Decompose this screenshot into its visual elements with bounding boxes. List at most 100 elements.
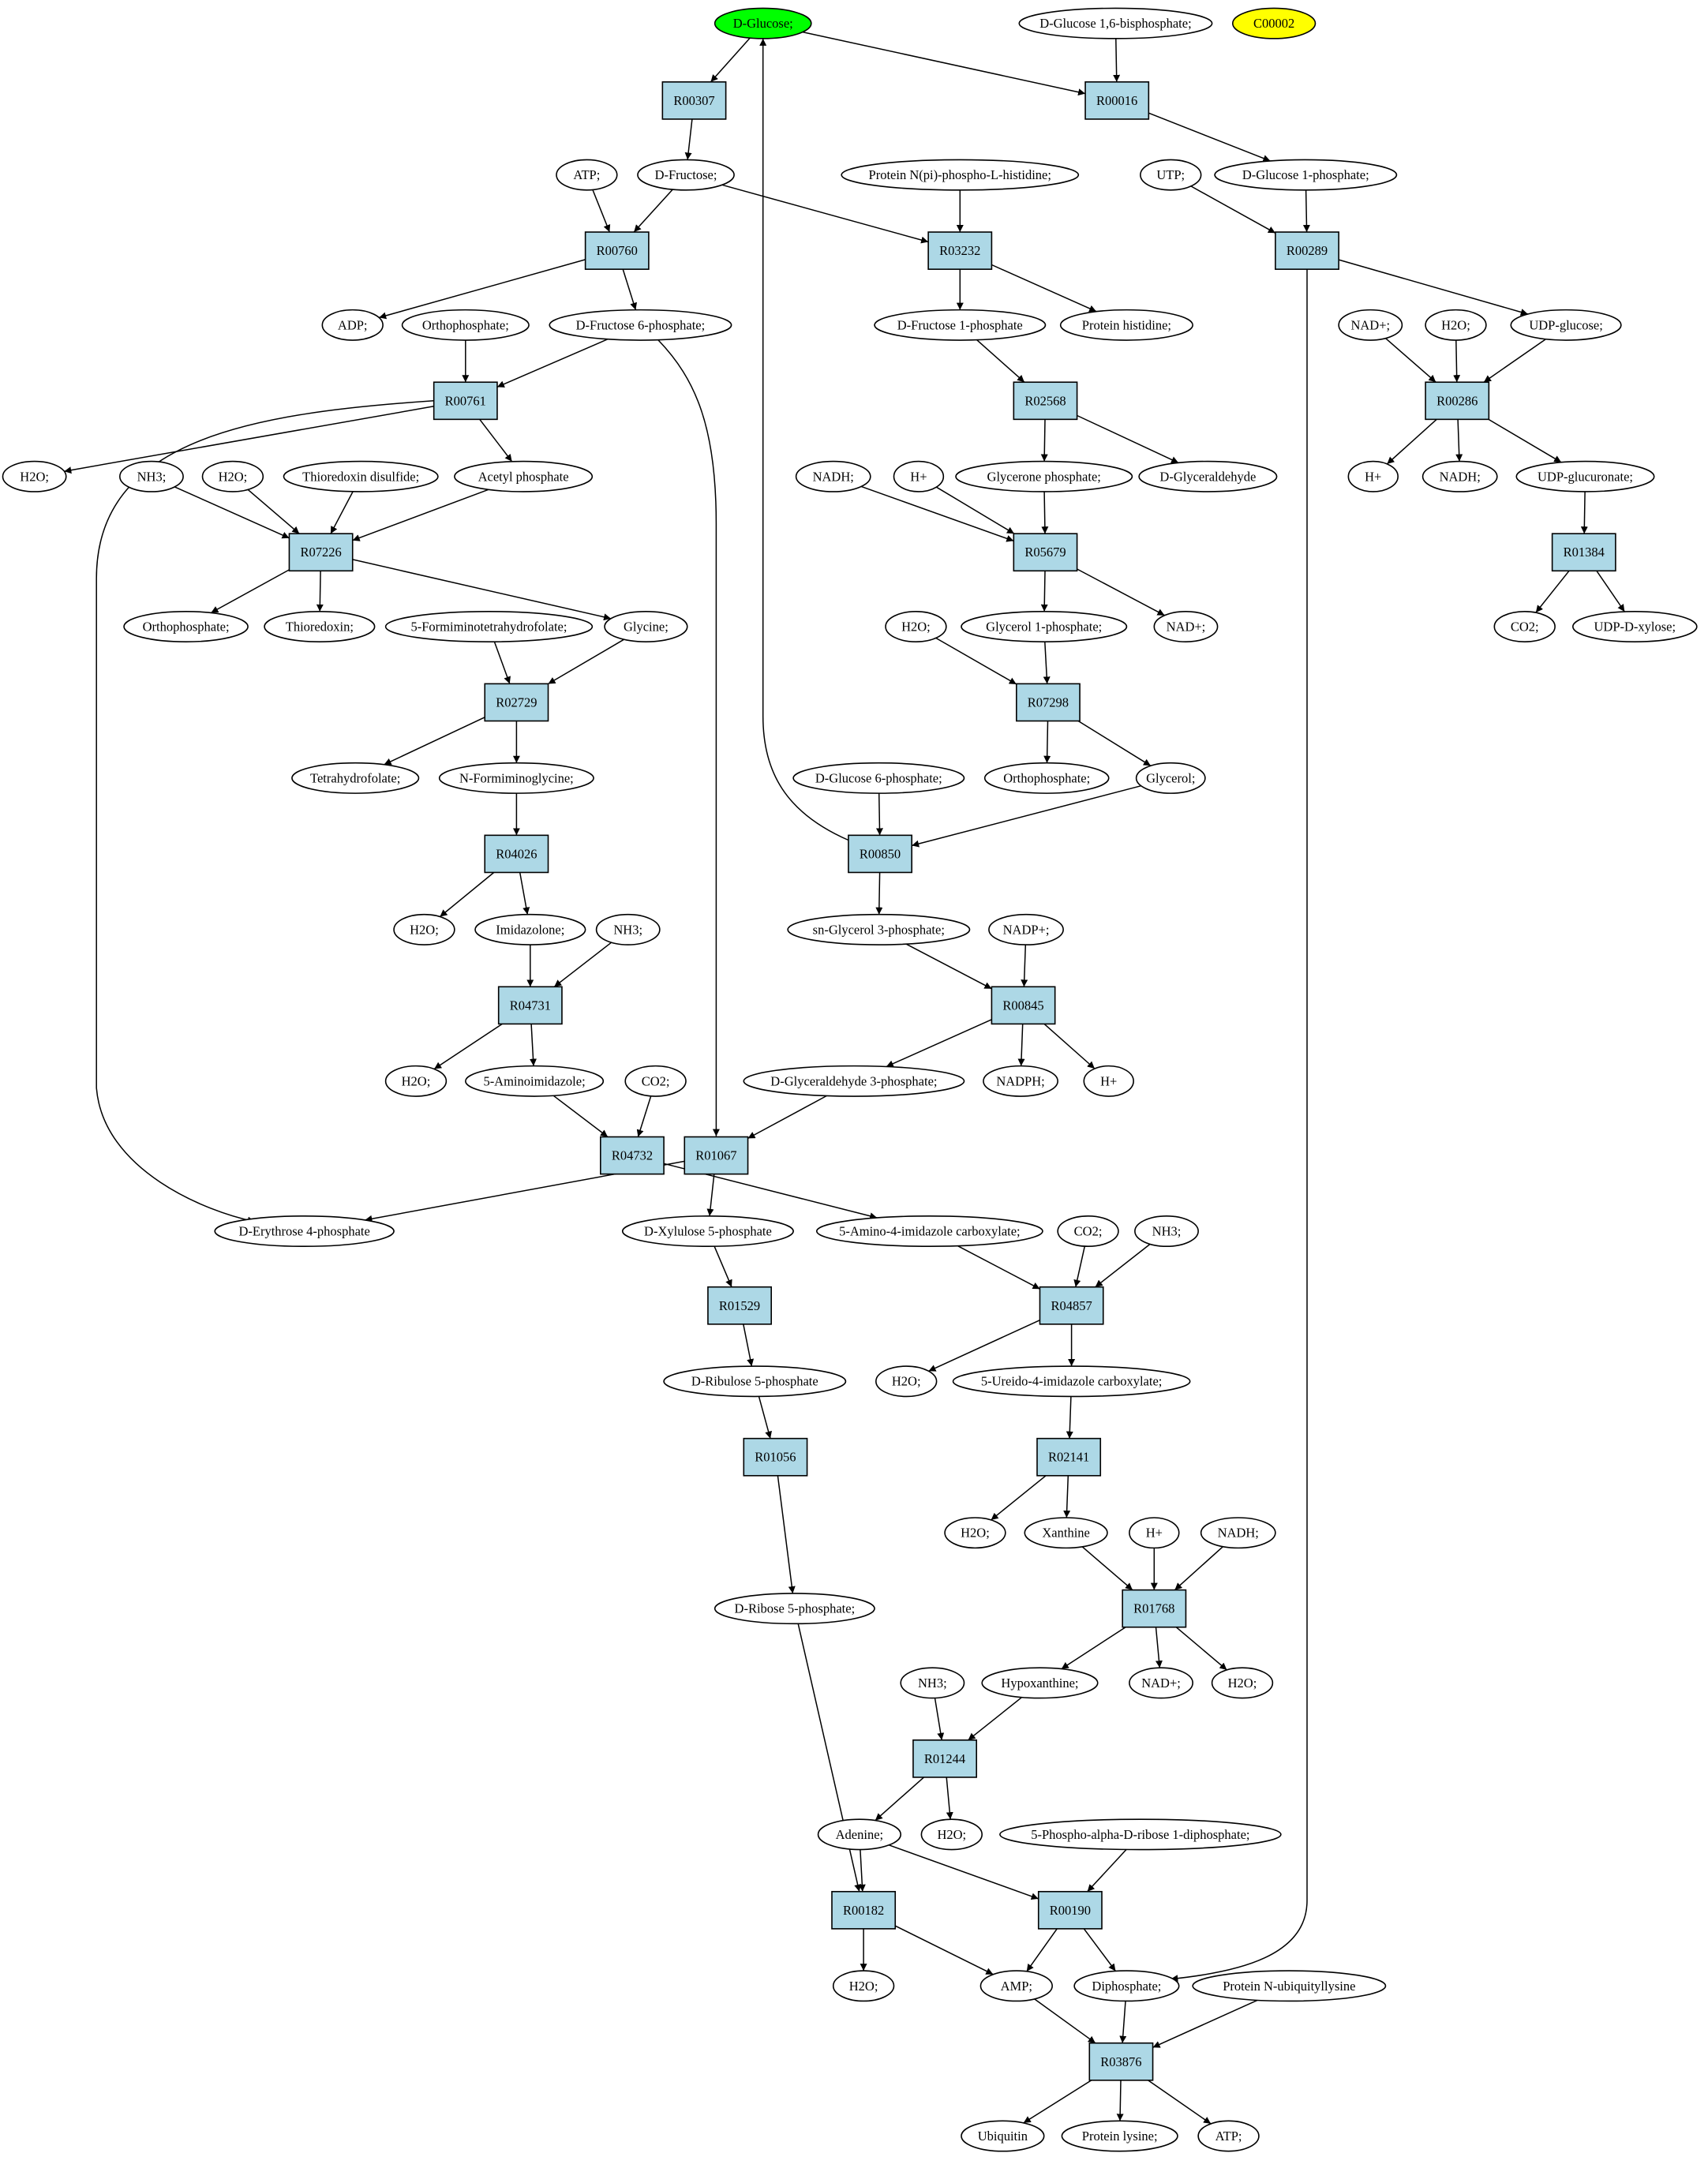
compound-node-d-ribulose-5-phosphate[interactable]: D-Ribulose 5-phosphate [663, 1365, 847, 1398]
compound-node-atp[interactable]: ATP; [556, 159, 618, 191]
compound-node-nadh[interactable]: NADH; [795, 460, 871, 492]
compound-node-d-erythrose-4-phosphate[interactable]: D-Erythrose 4-phosphate [214, 1215, 395, 1248]
compound-node-atp[interactable]: ATP; [1197, 2120, 1260, 2152]
compound-node-h[interactable]: H+ [1129, 1517, 1180, 1549]
compound-node-5-ureido-4-imidazole-carboxylate[interactable]: 5-Ureido-4-imidazole carboxylate; [952, 1365, 1191, 1398]
compound-node-protein-lysine[interactable]: Protein lysine; [1061, 2120, 1178, 2152]
compound-node-hypoxanthine[interactable]: Hypoxanthine; [981, 1667, 1099, 1699]
compound-node-orthophosphate[interactable]: Orthophosphate; [123, 610, 249, 642]
compound-node-nadh[interactable]: NADH; [1421, 460, 1498, 492]
compound-node-utp[interactable]: UTP; [1140, 159, 1202, 191]
compound-node-d-glucose[interactable]: D-Glucose; [714, 7, 812, 39]
reaction-node-r00850[interactable]: R00850 [848, 834, 912, 874]
compound-node-h2o[interactable]: H2O; [1211, 1667, 1274, 1699]
reaction-node-r01067[interactable]: R01067 [684, 1136, 749, 1175]
compound-node-udp-glucuronate[interactable]: UDP-glucuronate; [1515, 460, 1655, 492]
compound-node-protein-n-pi-phospho-l-histidine[interactable]: Protein N(pi)-phospho-L-histidine; [841, 159, 1080, 191]
compound-node-h[interactable]: H+ [893, 460, 945, 492]
compound-node-thioredoxin-disulfide[interactable]: Thioredoxin disulfide; [283, 460, 439, 492]
reaction-node-r01384[interactable]: R01384 [1551, 533, 1616, 572]
compound-node-glycerol-1-phosphate[interactable]: Glycerol 1-phosphate; [961, 610, 1128, 642]
compound-node-h2o[interactable]: H2O; [393, 913, 455, 945]
compound-node-5-phospho-alpha-d-ribose-1-diphosphate[interactable]: 5-Phospho-alpha-D-ribose 1-diphosphate; [999, 1818, 1282, 1851]
compound-node-d-glucose-6-phosphate[interactable]: D-Glucose 6-phosphate; [792, 762, 965, 794]
compound-node-protein-n-ubiquityllysine[interactable]: Protein N-ubiquityllysine [1192, 1970, 1387, 2002]
reaction-node-r00845[interactable]: R00845 [991, 986, 1056, 1025]
reaction-node-r00286[interactable]: R00286 [1425, 381, 1490, 421]
reaction-node-r02141[interactable]: R02141 [1036, 1437, 1102, 1477]
compound-node-xanthine[interactable]: Xanthine [1024, 1517, 1108, 1549]
compound-node-nh3[interactable]: NH3; [119, 460, 184, 492]
compound-node-adp[interactable]: ADP; [321, 309, 384, 341]
reaction-node-r00307[interactable]: R00307 [661, 81, 727, 120]
reaction-node-r00761[interactable]: R00761 [433, 381, 498, 421]
reaction-node-r04731[interactable]: R04731 [497, 986, 563, 1025]
compound-node-co2[interactable]: CO2; [624, 1065, 687, 1097]
compound-node-d-xylulose-5-phosphate[interactable]: D-Xylulose 5-phosphate [621, 1215, 794, 1248]
reaction-node-r05679[interactable]: R05679 [1013, 533, 1078, 572]
compound-node-nh3[interactable]: NH3; [595, 913, 661, 945]
compound-node-5-formiminotetrahydrofolate[interactable]: 5-Formiminotetrahydrofolate; [384, 610, 594, 642]
compound-node-nadh[interactable]: NADH; [1200, 1517, 1276, 1549]
compound-node-d-glucose-1-6-bisphosphate[interactable]: D-Glucose 1,6-bisphosphate; [1018, 7, 1213, 39]
compound-node-sn-glycerol-3-phosphate[interactable]: sn-Glycerol 3-phosphate; [787, 913, 971, 945]
compound-node-nad[interactable]: NAD+; [1153, 610, 1219, 642]
compound-node-h2o[interactable]: H2O; [885, 610, 947, 642]
reaction-node-r03876[interactable]: R03876 [1088, 2042, 1154, 2081]
compound-node-5-aminoimidazole[interactable]: 5-Aminoimidazole; [465, 1065, 605, 1097]
compound-node-d-fructose-1-phosphate[interactable]: D-Fructose 1-phosphate [874, 309, 1047, 341]
compound-node-orthophosphate[interactable]: Orthophosphate; [401, 309, 530, 341]
compound-node-h2o[interactable]: H2O; [920, 1818, 983, 1851]
compound-node-h[interactable]: H+ [1347, 460, 1399, 492]
compound-node-protein-histidine[interactable]: Protein histidine; [1059, 309, 1193, 341]
compound-node-h2o[interactable]: H2O; [832, 1970, 895, 2002]
reaction-node-r04732[interactable]: R04732 [600, 1136, 665, 1175]
compound-node-h2o[interactable]: H2O; [384, 1065, 448, 1097]
reaction-node-r03232[interactable]: R03232 [927, 231, 993, 270]
reaction-node-r00182[interactable]: R00182 [831, 1890, 897, 1930]
compound-node-h[interactable]: H+ [1083, 1065, 1134, 1097]
compound-node-h2o[interactable]: H2O; [875, 1365, 938, 1398]
reaction-node-r01244[interactable]: R01244 [912, 1739, 978, 1778]
compound-node-d-fructose-6-phosphate[interactable]: D-Fructose 6-phosphate; [549, 309, 732, 341]
compound-node-co2[interactable]: CO2; [1057, 1215, 1119, 1248]
compound-node-diphosphate[interactable]: Diphosphate; [1073, 1970, 1180, 2002]
compound-node-acetyl-phosphate[interactable]: Acetyl phosphate [454, 460, 594, 492]
compound-node-amp[interactable]: AMP; [979, 1970, 1053, 2002]
compound-node-co2[interactable]: CO2; [1493, 610, 1556, 642]
compound-node-5-amino-4-imidazole-carboxylate[interactable]: 5-Amino-4-imidazole carboxylate; [815, 1215, 1043, 1248]
reaction-node-r00016[interactable]: R00016 [1084, 81, 1150, 120]
reaction-node-r01768[interactable]: R01768 [1122, 1589, 1187, 1628]
compound-node-h2o[interactable]: H2O; [201, 460, 264, 492]
compound-node-c00002[interactable]: C00002 [1231, 7, 1317, 39]
compound-node-d-glucose-1-phosphate[interactable]: D-Glucose 1-phosphate; [1214, 159, 1398, 191]
compound-node-glycerol[interactable]: Glycerol; [1135, 762, 1206, 794]
compound-node-h2o[interactable]: H2O; [1425, 309, 1487, 341]
reaction-node-r07298[interactable]: R07298 [1016, 683, 1081, 722]
compound-node-imidazolone[interactable]: Imidazolone; [474, 913, 586, 945]
compound-node-glycine[interactable]: Glycine; [604, 610, 688, 642]
compound-node-nh3[interactable]: NH3; [1134, 1215, 1199, 1248]
compound-node-orthophosphate[interactable]: Orthophosphate; [983, 762, 1110, 794]
compound-node-h2o[interactable]: H2O; [944, 1517, 1006, 1549]
reaction-node-r04857[interactable]: R04857 [1039, 1286, 1104, 1325]
reaction-node-r04026[interactable]: R04026 [484, 834, 549, 874]
compound-node-nad[interactable]: NAD+; [1129, 1667, 1193, 1699]
compound-node-udp-d-xylose[interactable]: UDP-D-xylose; [1571, 610, 1698, 642]
compound-node-udp-glucose[interactable]: UDP-glucose; [1510, 309, 1622, 341]
compound-node-h2o[interactable]: H2O; [2, 460, 67, 492]
compound-node-tetrahydrofolate[interactable]: Tetrahydrofolate; [291, 762, 420, 794]
reaction-node-r01056[interactable]: R01056 [743, 1437, 808, 1477]
reaction-node-r02568[interactable]: R02568 [1013, 381, 1078, 421]
compound-node-d-glyceraldehyde-3-phosphate[interactable]: D-Glyceraldehyde 3-phosphate; [743, 1065, 965, 1097]
reaction-node-r02729[interactable]: R02729 [484, 683, 549, 722]
compound-node-nadph[interactable]: NADPH; [983, 1065, 1058, 1097]
compound-node-glycerone-phosphate[interactable]: Glycerone phosphate; [955, 460, 1133, 492]
reaction-node-r00190[interactable]: R00190 [1037, 1890, 1103, 1930]
compound-node-d-ribose-5-phosphate[interactable]: D-Ribose 5-phosphate; [714, 1593, 875, 1625]
compound-node-nad[interactable]: NAD+; [1338, 309, 1403, 341]
compound-node-nadp[interactable]: NADP+; [988, 913, 1064, 945]
compound-node-d-glyceraldehyde[interactable]: D-Glyceraldehyde [1138, 460, 1278, 492]
compound-node-d-fructose[interactable]: D-Fructose; [637, 159, 735, 191]
compound-node-n-formiminoglycine[interactable]: N-Formiminoglycine; [438, 762, 594, 794]
